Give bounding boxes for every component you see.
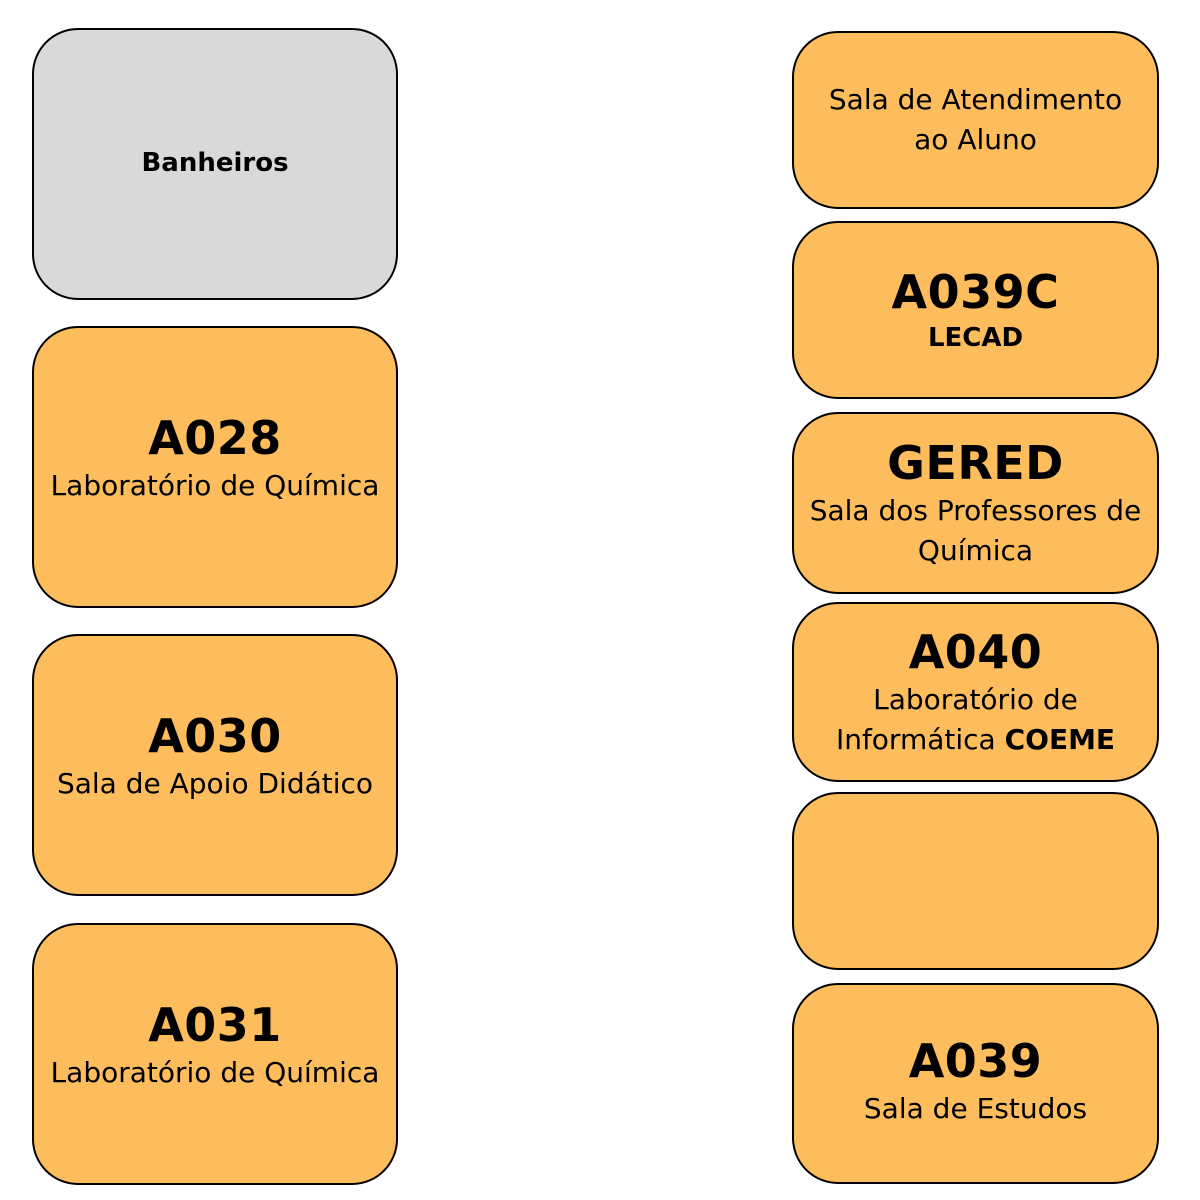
room-description-line1: Sala dos Professores de — [809, 494, 1142, 527]
room-a039c: A039C LECAD — [792, 221, 1159, 399]
room-description: Sala de Apoio Didático — [56, 767, 374, 800]
room-code: A040 — [908, 625, 1043, 679]
room-description: Laboratório de Química — [50, 1056, 380, 1089]
room-code: A039C — [891, 265, 1060, 319]
room-label: Banheiros — [141, 148, 289, 178]
room-unlabeled — [792, 792, 1159, 970]
room-a028: A028 Laboratório de Química — [32, 326, 398, 608]
room-description-prefix: Informática — [835, 723, 1005, 756]
room-code: A028 — [148, 411, 282, 465]
room-description-line1: Laboratório de — [873, 683, 1078, 716]
room-description-line1: Sala de Atendimento — [828, 83, 1123, 116]
room-sala-atendimento: Sala de Atendimento ao Aluno — [792, 31, 1159, 209]
room-subtitle: LECAD — [927, 323, 1024, 353]
room-description-bold: COEME — [1004, 723, 1116, 756]
room-code: A031 — [148, 998, 282, 1052]
room-code: A039 — [908, 1033, 1043, 1088]
room-code: A030 — [148, 709, 282, 763]
room-a040: A040 Laboratório de Informática COEME — [792, 602, 1159, 782]
room-description: Sala de Estudos — [863, 1091, 1088, 1125]
room-description-line2: Informática COEME — [836, 720, 1115, 760]
room-a039: A039 Sala de Estudos — [792, 983, 1159, 1184]
room-a030: A030 Sala de Apoio Didático — [32, 634, 398, 896]
room-description-line2: ao Aluno — [914, 123, 1037, 156]
room-description: Laboratório de Química — [50, 469, 380, 502]
room-description-line2: Química — [917, 534, 1034, 567]
room-a031: A031 Laboratório de Química — [32, 923, 398, 1185]
room-banheiros: Banheiros — [32, 28, 398, 300]
room-code: GERED — [887, 436, 1064, 490]
room-gered: GERED Sala dos Professores de Química — [792, 412, 1159, 594]
